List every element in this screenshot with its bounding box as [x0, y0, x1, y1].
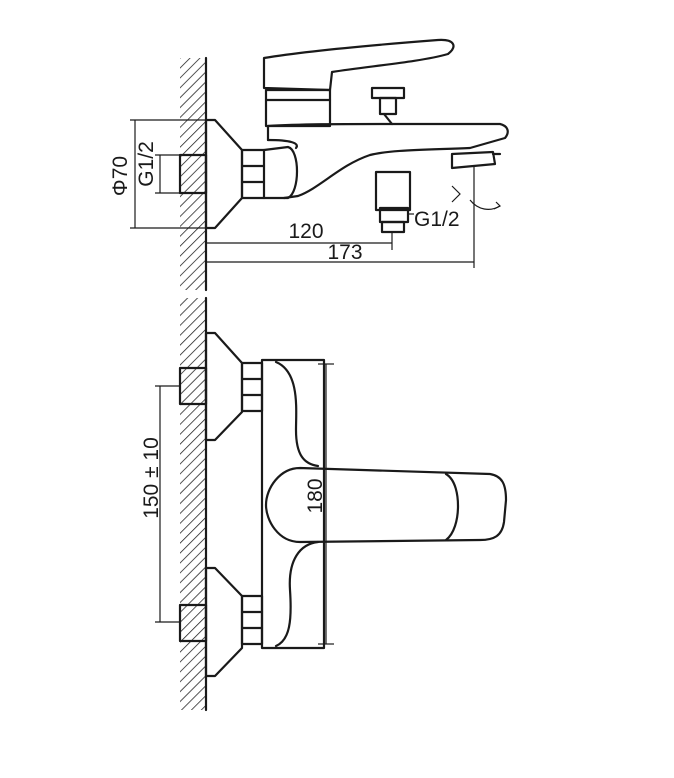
spout-outlet-side [450, 150, 497, 170]
dim-outlet-thread: G1/2 [414, 208, 460, 231]
dim-depth-outlet: 120 [288, 220, 323, 243]
wall-section-top [180, 56, 208, 292]
dim-depth-spout: 173 [327, 241, 362, 264]
dim-body-height: 180 [304, 478, 327, 513]
front-view: 150 ± 10 180 [140, 296, 508, 712]
hex-nut-side [240, 148, 266, 200]
flange-side [204, 118, 244, 230]
shower-outlet-side [374, 170, 412, 234]
mixer-body-side [266, 122, 509, 200]
mixer-body-front [260, 358, 326, 650]
dim-flange-diameter: Φ70 [109, 156, 132, 196]
diverter-knob-side [370, 86, 406, 126]
handle-mount-side [264, 88, 332, 128]
lower-inlet-front [178, 566, 264, 678]
dimension-lines-front [155, 363, 334, 645]
lever-handle-front [264, 466, 508, 544]
dim-inlet-spacing: 150 ± 10 [140, 437, 163, 519]
dimension-lines-side [130, 119, 502, 268]
dim-inlet-thread: G1/2 [135, 141, 158, 187]
body-connector-side [262, 145, 298, 200]
body-contours-front [274, 360, 320, 648]
lever-handle-side [262, 38, 455, 92]
side-view: Φ70 G1/2 120 173 G1/2 [109, 38, 509, 292]
wall-section-bottom [180, 296, 208, 712]
